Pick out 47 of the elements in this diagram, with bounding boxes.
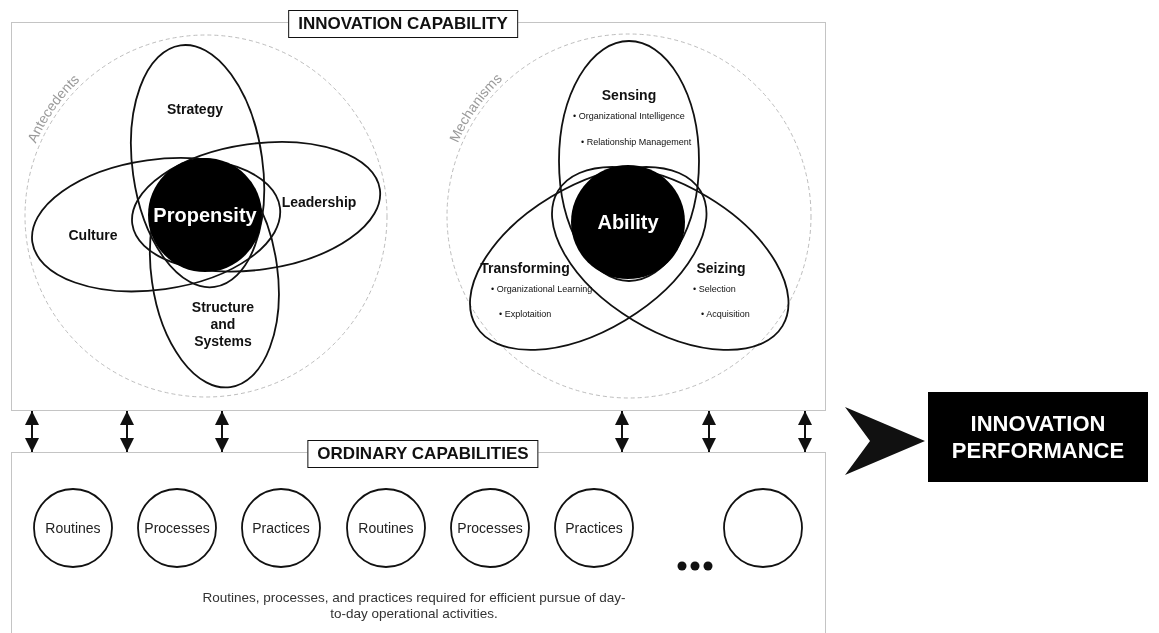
double-arrow: [215, 410, 229, 453]
ellipse-label: Structure and Systems: [190, 299, 256, 350]
filled-circle: [571, 165, 685, 279]
ellipse: [131, 44, 265, 288]
circle: [554, 488, 634, 568]
bullet-item: • Acquisition: [701, 309, 750, 320]
description-text: Routines, processes, and practices required for efficient pursue of day-to-day operational activities.: [201, 590, 627, 623]
circle: [450, 488, 530, 568]
chevron-arrow: [845, 407, 925, 475]
section-title: ORDINARY CAPABILITIES: [307, 440, 539, 469]
circle-label: Processes: [457, 519, 523, 537]
circle-label: Processes: [144, 519, 210, 537]
dashed-circle: [446, 33, 812, 399]
ellipse-label: Seizing: [696, 260, 746, 277]
bullet-item: • Explotaition: [499, 309, 552, 320]
ellipse-label: Culture: [68, 227, 118, 244]
filled-circle: [148, 158, 262, 272]
double-arrow: [615, 410, 629, 453]
result-label: INNOVATION PERFORMANCE: [950, 410, 1126, 464]
double-arrow: [702, 410, 716, 453]
circle: [723, 488, 803, 568]
bullet-item: • Organizational Intelligence: [573, 111, 685, 122]
dashed-circle: [24, 34, 388, 398]
ellipse-label: Leadership: [281, 194, 357, 211]
circle: [241, 488, 321, 568]
ellipse-label: Sensing: [601, 87, 657, 104]
circle-label: Propensity: [153, 203, 257, 227]
circle-label: Practices: [252, 519, 310, 537]
circle-label: Routines: [45, 519, 101, 537]
ellipse: [31, 158, 281, 292]
ellipse: [131, 142, 381, 272]
circle: [33, 488, 113, 568]
ellipse-label: Strategy: [166, 101, 223, 118]
circle: [137, 488, 217, 568]
double-arrow: [25, 410, 39, 453]
result-box: [928, 392, 1148, 482]
section-title: INNOVATION CAPABILITY: [288, 10, 518, 39]
double-arrow: [120, 410, 134, 453]
ellipse-label: Transforming: [480, 260, 570, 277]
circle-label: Ability: [597, 210, 659, 234]
bullet-item: • Organizational Learning: [491, 284, 593, 295]
circle-label: Practices: [565, 519, 623, 537]
circle-label: Routines: [358, 519, 414, 537]
circle: [346, 488, 426, 568]
double-arrow: [798, 410, 812, 453]
bullet-item: • Selection: [693, 284, 736, 295]
bullet-item: • Relationship Management: [581, 137, 692, 148]
